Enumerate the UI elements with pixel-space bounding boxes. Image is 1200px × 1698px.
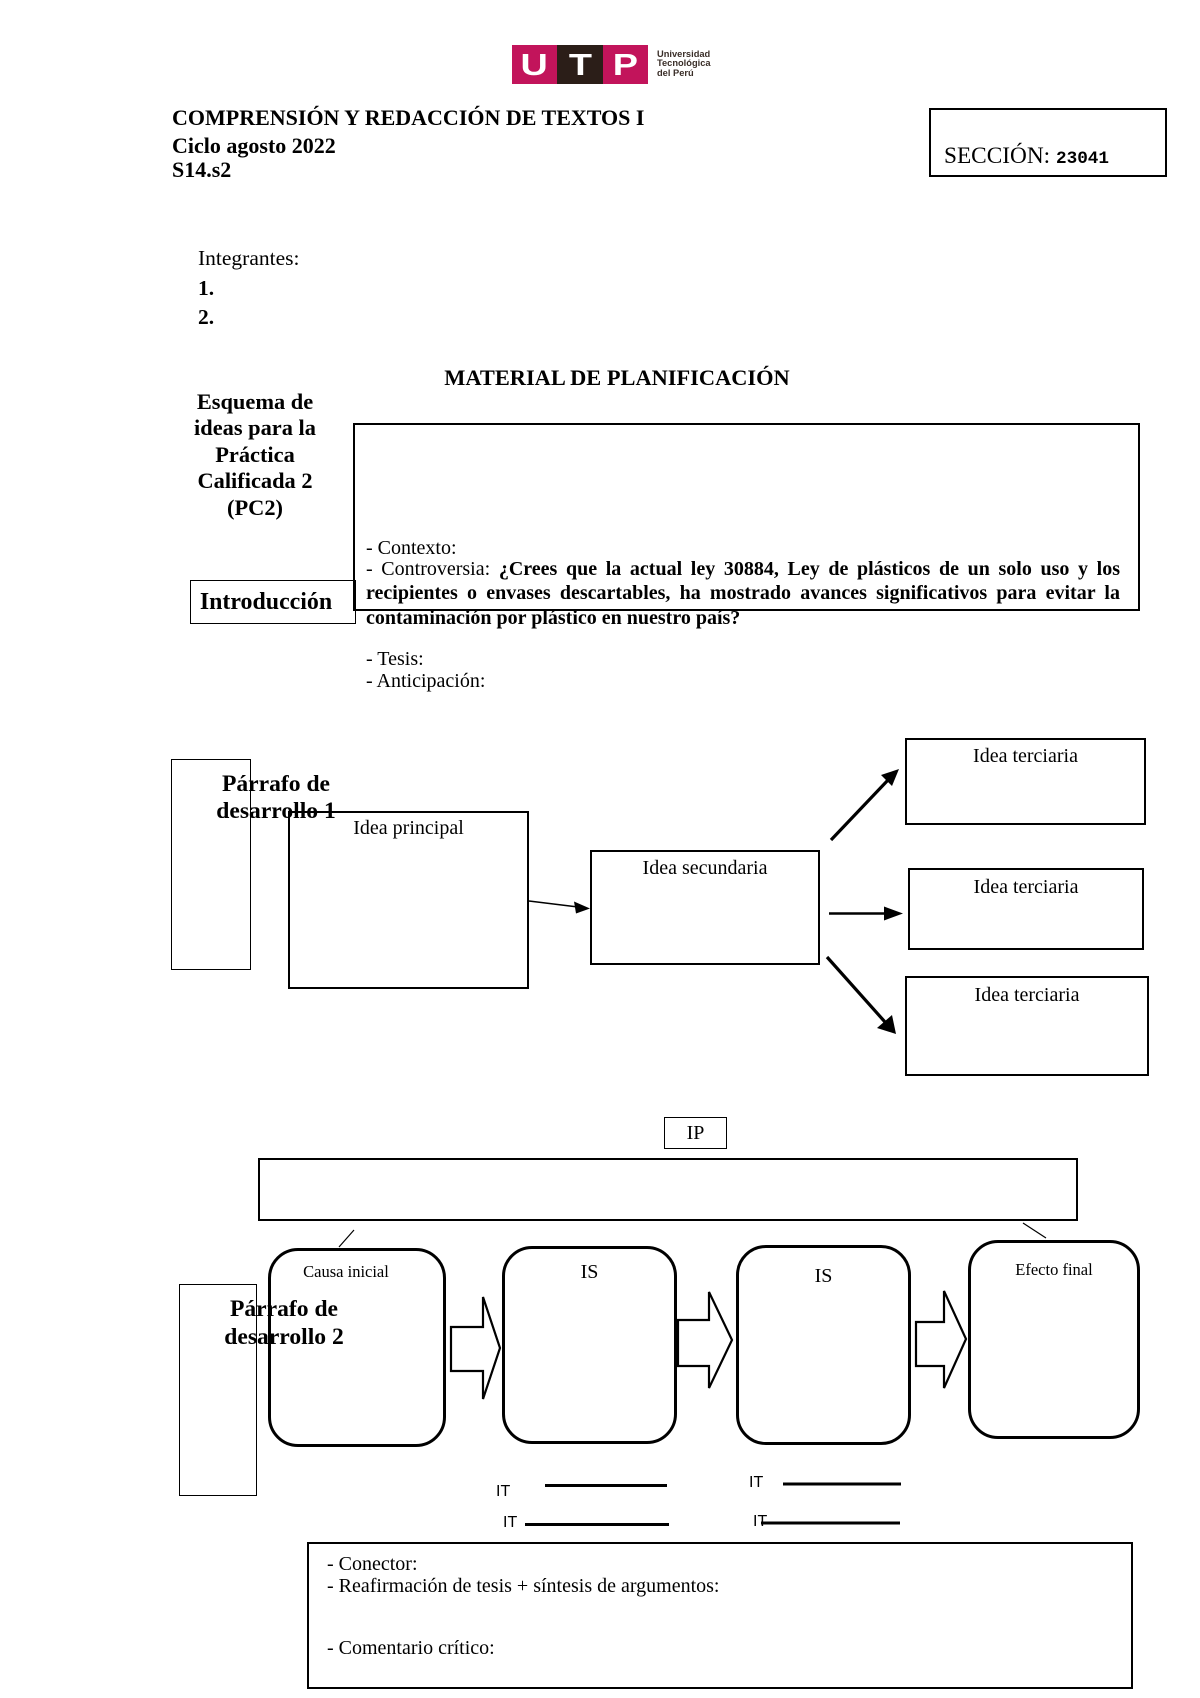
- section-value: 23041: [1055, 149, 1110, 169]
- it-label-1: IT: [496, 1483, 511, 1500]
- esquema-line-4: Calificada 2: [197, 468, 313, 494]
- integrantes-label: Integrantes:: [198, 246, 300, 270]
- tick-left: [338, 1229, 355, 1248]
- anticipacion-line: - Anticipación:: [366, 670, 486, 692]
- is-box-1: IS: [502, 1246, 677, 1444]
- parrafo2-label: Párrafo de desarrollo 2: [209, 1295, 359, 1351]
- block-arrow-2: [676, 1291, 734, 1389]
- logo-brand-text: Universidad Tecnológica del Perú: [657, 49, 711, 78]
- block-arrow-1: [449, 1296, 502, 1400]
- idea-terciaria-box-2: Idea terciaria: [908, 868, 1144, 950]
- comentario-line: - Comentario crítico:: [327, 1637, 495, 1659]
- block-arrow-3: [914, 1290, 968, 1389]
- idea-secundaria-box: Idea secundaria: [590, 850, 820, 965]
- parrafo2-label-line1: Párrafo de: [229, 1296, 339, 1322]
- course-title: COMPRENSIÓN Y REDACCIÓN DE TEXTOS I: [172, 105, 645, 130]
- esquema-line-1: Esquema de: [196, 389, 314, 414]
- logo-square-t: T: [557, 45, 603, 84]
- is-box-2: IS: [736, 1245, 911, 1445]
- cycle-label: Ciclo agosto 2022: [172, 133, 336, 158]
- arrow-secundaria-terciaria-3: [825, 955, 896, 1034]
- parrafo2-rect: [179, 1284, 257, 1496]
- idea-principal-box: Idea principal: [288, 811, 529, 989]
- causa-inicial-label: Causa inicial: [303, 1262, 389, 1281]
- tesis-line: - Tesis:: [366, 648, 424, 670]
- esquema-line-3: Práctica: [215, 441, 295, 467]
- it-label-2: IT: [503, 1514, 518, 1531]
- brand-line-2: Tecnológica: [657, 58, 711, 69]
- is-label-2: IS: [814, 1265, 833, 1287]
- tick-right: [1022, 1222, 1047, 1239]
- logo-square-p: P: [602, 45, 648, 84]
- is-label-1: IS: [580, 1261, 599, 1283]
- efecto-final-box: Efecto final: [968, 1240, 1140, 1439]
- idea-principal-label: Idea principal: [353, 817, 464, 839]
- idea-secundaria-label: Idea secundaria: [642, 857, 768, 879]
- causa-inicial-box: Causa inicial: [268, 1248, 446, 1447]
- it-label-3: IT: [749, 1474, 764, 1491]
- parrafo1-label-line1: Párrafo de: [221, 771, 331, 797]
- introduccion-label-box: Introducción: [190, 580, 356, 624]
- introduccion-label: Introducción: [199, 588, 333, 615]
- controversia-question: ¿Crees que la actual ley 30884, Ley de p…: [366, 558, 1120, 629]
- conclusion-box: [307, 1542, 1133, 1689]
- it-label-4: IT: [753, 1513, 768, 1530]
- introduccion-content-box: [353, 423, 1140, 611]
- controversia-paragraph: - Controversia: ¿Crees que la actual ley…: [366, 557, 1120, 630]
- arrow-secundaria-terciaria-1: [829, 769, 899, 842]
- section-text: SECCIÓN: 23041: [944, 143, 1109, 170]
- brand-line-3: del Perú: [657, 67, 694, 78]
- idea-terciaria-label-1: Idea terciaria: [973, 745, 1078, 767]
- arrow-principal-secundaria: [528, 900, 590, 914]
- esquema-line-2: ideas para la: [194, 415, 316, 441]
- logo-letter-t: T: [568, 46, 592, 82]
- reafirmacion-line: - Reafirmación de tesis + síntesis de ar…: [327, 1575, 720, 1597]
- contexto-line: - Contexto:: [366, 537, 457, 559]
- ip-label: IP: [686, 1121, 705, 1144]
- logo-letter-p: P: [612, 46, 638, 82]
- parrafo2-label-line2: desarrollo 2: [224, 1324, 344, 1350]
- material-title: MATERIAL DE PLANIFICACIÓN: [444, 365, 790, 390]
- section-label: SECCIÓN:: [944, 143, 1056, 169]
- conector-line: - Conector:: [327, 1553, 418, 1575]
- esquema-line-5: (PC2): [227, 494, 283, 520]
- session-label: S14.s2: [172, 157, 232, 182]
- integrante-item-2: 2.: [198, 305, 215, 329]
- utp-logo: U T P: [512, 45, 648, 84]
- section-box: [929, 108, 1167, 177]
- idea-terciaria-label-2: Idea terciaria: [973, 876, 1079, 898]
- efecto-final-label: Efecto final: [1015, 1260, 1093, 1279]
- controversia-label: - Controversia:: [366, 558, 499, 580]
- parrafo1-label-line2: desarrollo 1: [216, 798, 336, 824]
- esquema-label: Esquema de ideas para la Práctica Califi…: [175, 389, 335, 521]
- parrafo1-label: Párrafo de desarrollo 1: [201, 771, 351, 825]
- ip-content-rect: [258, 1158, 1078, 1221]
- brand-line-1: Universidad: [657, 49, 711, 59]
- idea-terciaria-label-3: Idea terciaria: [974, 984, 1080, 1006]
- logo-square-u: U: [512, 45, 558, 84]
- parrafo1-rect: [171, 759, 251, 970]
- logo-letter-u: U: [521, 46, 549, 82]
- integrante-item-1: 1.: [198, 276, 215, 300]
- idea-terciaria-box-3: Idea terciaria: [905, 976, 1149, 1076]
- ip-box: IP: [664, 1117, 727, 1149]
- arrow-secundaria-terciaria-2: [829, 906, 903, 921]
- idea-terciaria-box-1: Idea terciaria: [905, 738, 1146, 825]
